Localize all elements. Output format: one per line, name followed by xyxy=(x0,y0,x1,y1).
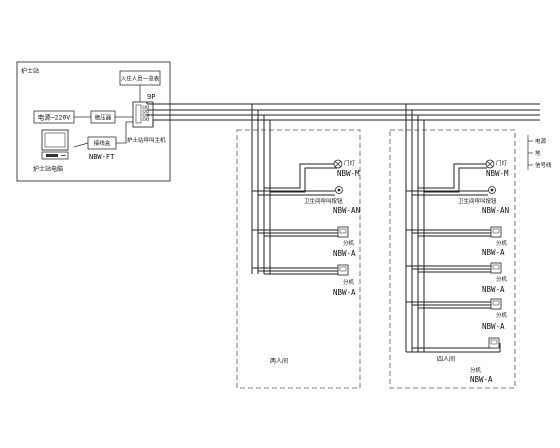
svg-text:卫生间呼叫按钮: 卫生间呼叫按钮 xyxy=(458,197,497,205)
svg-text:NBW-A: NBW-A xyxy=(482,322,505,331)
svg-text:分机: 分机 xyxy=(343,239,355,247)
ward-1-extension-1: 分机 NBW-A xyxy=(252,226,356,258)
svg-text:NBW-A: NBW-A xyxy=(333,249,356,258)
junction-box-label: 接线盒 xyxy=(94,139,111,147)
extension-icon xyxy=(490,298,502,310)
pin-count-label: 9P xyxy=(147,93,155,101)
bus-label-signal: 信号线 xyxy=(535,161,552,169)
svg-text:NBW-M: NBW-M xyxy=(337,169,360,178)
svg-text:NBW-AN: NBW-AN xyxy=(482,206,509,215)
svg-text:分机: 分机 xyxy=(343,278,355,286)
svg-text:分机: 分机 xyxy=(470,366,482,374)
extension-icon xyxy=(337,226,349,238)
call-host-label: 护士站呼叫主机 xyxy=(127,136,166,144)
extension-icon xyxy=(490,262,502,274)
svg-text:NBW-A: NBW-A xyxy=(482,285,505,294)
svg-text:NBW-A: NBW-A xyxy=(470,375,493,384)
svg-text:NBW-M: NBW-M xyxy=(486,169,509,178)
svg-text:卫生间呼叫按钮: 卫生间呼叫按钮 xyxy=(304,197,343,205)
svg-text:分机: 分机 xyxy=(496,275,508,283)
extension-icon xyxy=(337,264,349,276)
junction-to-host-line xyxy=(116,121,133,144)
ward-2-extension-1: 分机 NBW-A xyxy=(406,226,508,257)
ward-1-door-light: 门灯 NBW-M xyxy=(264,159,360,193)
nurse-station-group: 护士站 入住人员一览表 9P 护士站呼叫主机 电源~220V 稳压器 接线盒 N… xyxy=(16,61,171,182)
svg-text:NBW-A: NBW-A xyxy=(482,248,505,257)
ward-1-room-label: 两人间 xyxy=(270,357,288,365)
call-host-handset xyxy=(135,104,142,124)
extension-icon xyxy=(488,337,500,349)
svg-text:分机: 分机 xyxy=(496,311,508,319)
svg-text:分机: 分机 xyxy=(496,239,508,247)
svg-text:NBW-A: NBW-A xyxy=(333,288,356,297)
ward-2-bathroom-button: 卫生间呼叫按钮 NBW-AN xyxy=(406,186,509,215)
ward-2-door-light: 门灯 NBW-M xyxy=(418,159,509,193)
main-bus xyxy=(146,102,540,127)
ward-1: 两人间 门灯 NBW-M 卫生间呼叫按钮 NBW-AN xyxy=(236,104,361,389)
nurse-station-frame xyxy=(16,61,171,182)
computer-icon xyxy=(41,129,69,160)
bus-label-ground: 地 xyxy=(535,149,541,157)
admission-list-label: 入住人员一览表 xyxy=(121,75,160,83)
ward-1-bathroom-button: 卫生间呼叫按钮 NBW-AN xyxy=(252,186,360,215)
pc-to-junction-line xyxy=(73,142,89,148)
ward-2-room-label: 四人间 xyxy=(437,355,455,363)
ward-2: 四人间 门灯 NBW-M 卫生间呼叫 xyxy=(389,104,516,389)
pc-label: 护士站电脑 xyxy=(33,165,63,173)
svg-text:NBW-AN: NBW-AN xyxy=(333,206,360,215)
ward-2-extension-3: 分机 NBW-A xyxy=(406,298,508,331)
ward-1-extension-2: 分机 NBW-A xyxy=(252,264,356,297)
nurse-station-title: 护士站 xyxy=(21,67,39,75)
regulator-label: 稳压器 xyxy=(95,114,112,122)
bus-label-power: 电源 xyxy=(535,137,547,145)
right-bus-labels: 电源 地 信号线 xyxy=(527,135,552,170)
ward-1-frame xyxy=(236,129,361,389)
pc-model-label: NBW-FT xyxy=(89,153,115,161)
svg-text:门灯: 门灯 xyxy=(496,159,508,167)
ward-2-extension-4: 分机 NBW-A xyxy=(470,337,500,384)
ward-2-frame xyxy=(389,129,516,389)
extension-icon xyxy=(490,226,502,238)
ward-2-extension-2: 分机 NBW-A xyxy=(406,262,508,294)
power-source-label: 电源~220V xyxy=(38,113,71,122)
svg-text:门灯: 门灯 xyxy=(344,159,356,167)
